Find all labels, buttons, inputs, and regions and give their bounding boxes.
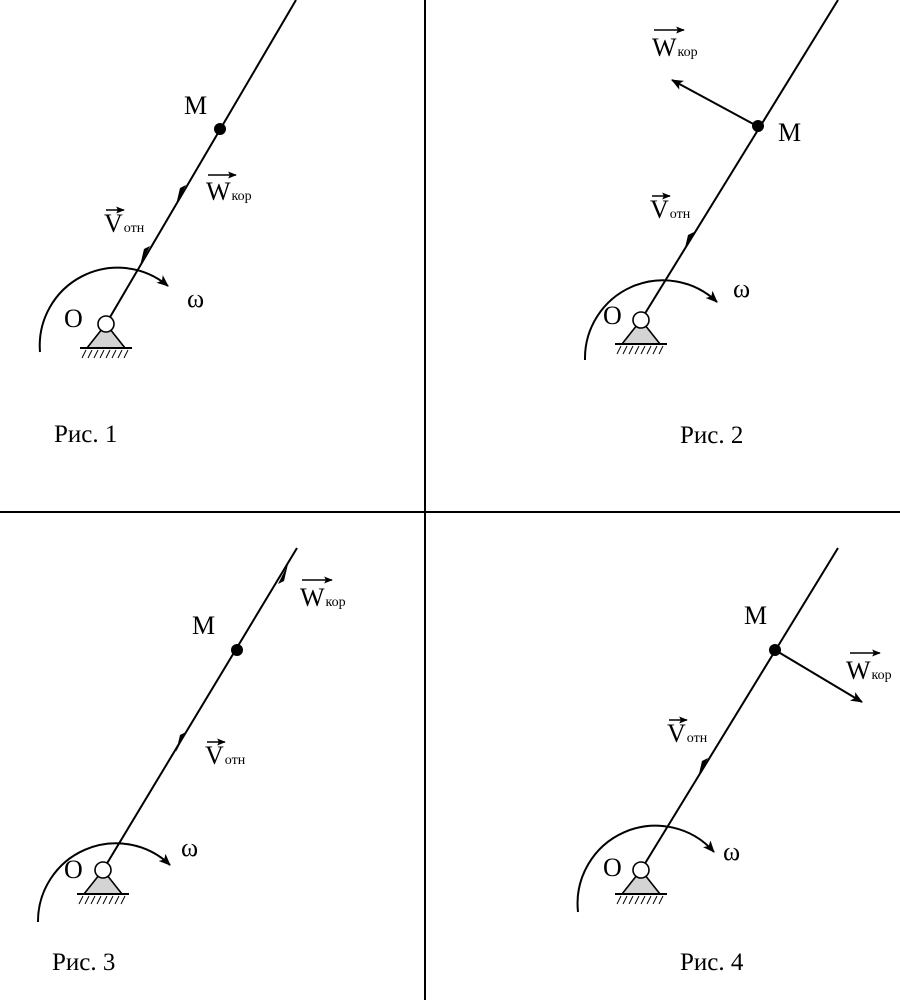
caption-4: Рис. 4	[680, 949, 744, 976]
rod-1	[105, 0, 297, 325]
omega-arc-2	[583, 279, 718, 361]
point-m-label-3: M	[192, 611, 215, 640]
support-hatch-2	[616, 345, 664, 355]
support-hatch-1	[81, 349, 129, 359]
w-label-4: Wкор	[846, 656, 892, 685]
w-label-1: Wкор	[206, 177, 252, 206]
rod-arrow-1b	[140, 246, 150, 266]
omega-label-1: ω	[187, 284, 204, 313]
support-hatch-3	[78, 895, 126, 905]
pivot-2	[632, 311, 650, 329]
omega-label-4: ω	[723, 837, 740, 866]
pivot-o-label-1: O	[64, 304, 83, 333]
coriolis-vector-4	[774, 649, 863, 703]
pivot-o-label-2: O	[603, 301, 622, 330]
v-label-4: Vотн	[667, 719, 708, 748]
omega-arc-3	[36, 842, 171, 923]
figure-4: M O ω Wкор Vотн Рис. 4	[576, 547, 892, 976]
point-m-3	[231, 644, 243, 656]
figure-3: M O ω Wкор Vотн Рис. 3	[36, 547, 346, 976]
omega-arc-1	[38, 266, 169, 353]
pivot-o-label-4: O	[603, 853, 622, 882]
point-m-2	[752, 120, 764, 132]
point-m-label-1: M	[184, 91, 207, 120]
omega-label-2: ω	[733, 274, 750, 303]
pivot-3	[94, 861, 112, 879]
rod-arrow-3-up	[278, 564, 288, 584]
rod-3	[102, 547, 298, 871]
v-label-1: Vотн	[104, 209, 145, 238]
rod-arrow-2	[684, 232, 694, 252]
caption-2: Рис. 2	[680, 422, 743, 449]
figure-2: M O ω Wкор Vотн Рис. 2	[583, 0, 839, 449]
rod-2	[640, 0, 839, 321]
omega-arc-4	[576, 824, 715, 913]
rod-arrow-1a	[176, 185, 186, 205]
support-hatch-4	[616, 895, 664, 905]
figure-1: M O ω Wкор Vотн Рис. 1	[38, 0, 297, 448]
v-label-2: Vотн	[650, 195, 691, 224]
point-m-4	[769, 644, 781, 656]
caption-3: Рис. 3	[52, 949, 115, 976]
v-label-3: Vотн	[205, 741, 246, 770]
coriolis-vector-2	[671, 79, 758, 127]
omega-label-3: ω	[181, 833, 198, 862]
point-m-1	[214, 123, 226, 135]
rod-arrow-4	[698, 758, 708, 778]
pivot-o-label-3: O	[64, 855, 83, 884]
rod-arrow-3-down	[176, 732, 186, 752]
point-m-label-4: M	[744, 601, 767, 630]
pivot-1	[97, 315, 115, 333]
point-m-label-2: M	[778, 118, 801, 147]
pivot-4	[632, 861, 650, 879]
rod-4	[640, 547, 839, 871]
w-label-3: Wкор	[300, 583, 346, 612]
caption-1: Рис. 1	[54, 421, 117, 448]
w-label-2: Wкор	[652, 33, 698, 62]
